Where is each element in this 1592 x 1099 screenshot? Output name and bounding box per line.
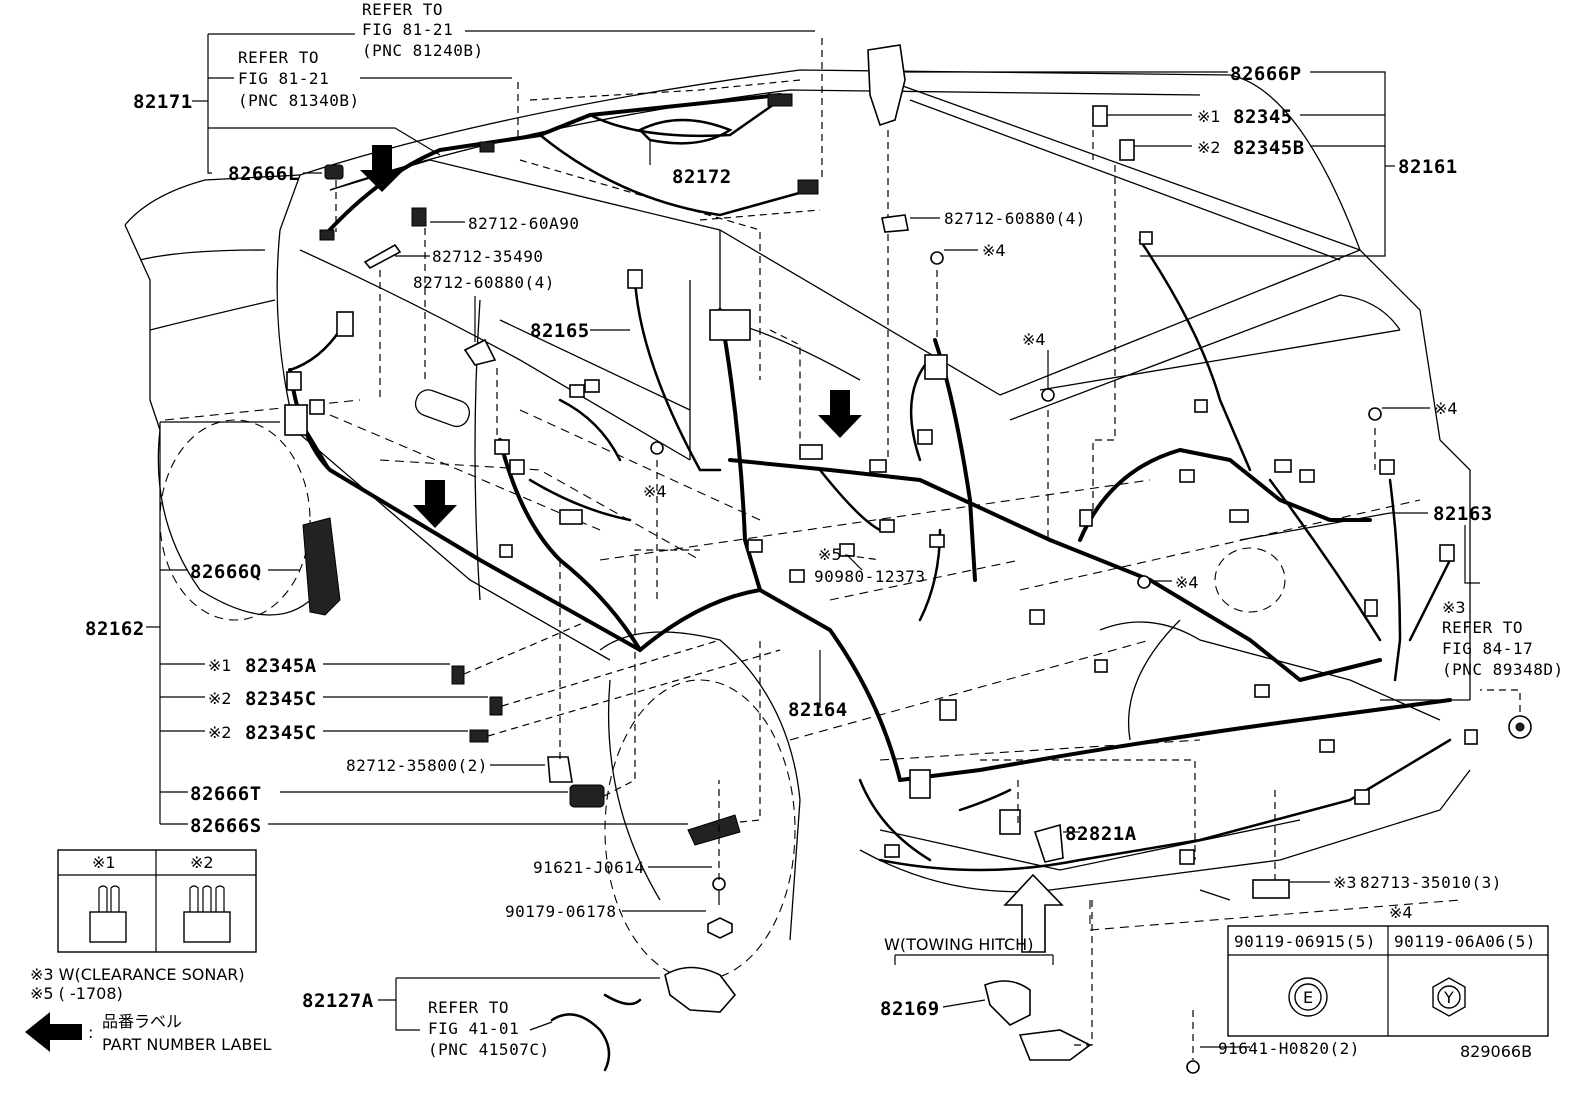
- mark-2-b: ※2: [208, 689, 232, 708]
- connectors: [284, 44, 1532, 1074]
- refer-bottom-2: FIG 41-01: [428, 1019, 519, 1038]
- bolt-head-y: Y: [1443, 988, 1454, 1007]
- label-91621-J0614: 91621-J0614: [533, 858, 644, 877]
- label-82666S: 82666S: [190, 815, 262, 837]
- label-82713-35010: 82713-35010(3): [1360, 873, 1502, 892]
- label-82821A: 82821A: [1065, 823, 1137, 845]
- refer-top-1: REFER TO: [362, 0, 443, 19]
- refer-left-3: (PNC 81340B): [238, 91, 360, 110]
- label-91641-H0820: 91641-H0820(2): [1218, 1039, 1360, 1058]
- mark-2-c: ※2: [208, 723, 232, 742]
- label-82162: 82162: [85, 618, 145, 640]
- label-90980-12373: 90980-12373: [814, 567, 925, 586]
- label-82712-60880-b: 82712-60880(4): [944, 209, 1086, 228]
- legend-col2: ※2: [190, 853, 214, 872]
- label-90179-06178: 90179-06178: [505, 902, 616, 921]
- refer-top-3: (PNC 81240B): [362, 41, 484, 60]
- label-82345A: 82345A: [245, 655, 317, 677]
- label-82666T: 82666T: [190, 783, 262, 805]
- label-82172: 82172: [672, 166, 732, 188]
- mark-2-a: ※2: [1197, 138, 1221, 157]
- label-82345C-1: 82345C: [245, 688, 317, 710]
- mark-4-d: ※4: [643, 482, 667, 501]
- bolt-table: ※4 90119-06915(5) 90119-06A06(5) E Y: [1227, 903, 1549, 1037]
- legend-terminal-table: ※1 ※2: [57, 849, 257, 953]
- refer-bottom-3: (PNC 41507C): [428, 1040, 550, 1059]
- label-82171: 82171: [133, 91, 193, 113]
- label-82345B: 82345B: [1233, 137, 1305, 159]
- mark-4-a: ※4: [982, 241, 1006, 260]
- label-82163: 82163: [1433, 503, 1493, 525]
- bolt-col1: 90119-06915(5): [1234, 932, 1376, 951]
- refer-bottom-1: REFER TO: [428, 998, 509, 1017]
- mark-1-a: ※1: [1197, 107, 1221, 126]
- mark-4-c: ※4: [1434, 399, 1458, 418]
- bolt-col2: 90119-06A06(5): [1394, 932, 1536, 951]
- label-82712-60880-a: 82712-60880(4): [413, 273, 555, 292]
- label-82666L: 82666L: [228, 163, 300, 185]
- refer-right-3: (PNC 89348D): [1442, 660, 1564, 679]
- label-82127A: 82127A: [302, 990, 374, 1012]
- legend-arrow: [25, 1012, 82, 1052]
- label-82712-60A90: 82712-60A90: [468, 214, 579, 233]
- mark-3-a: ※3: [1442, 598, 1466, 617]
- refer-left-1: REFER TO: [238, 48, 319, 67]
- label-82712-35800: 82712-35800(2): [346, 756, 488, 775]
- figure-id: 829066B: [1460, 1042, 1532, 1061]
- refer-right-2: FIG 84-17: [1442, 639, 1533, 658]
- mark-5: ※5: [818, 545, 842, 564]
- label-82161: 82161: [1398, 156, 1458, 178]
- legend-jp-label: 品番ラベル: [102, 1012, 182, 1031]
- legend-colon: :: [88, 1023, 93, 1042]
- dashed-leaders: [335, 38, 1521, 1060]
- mark-3-b: ※3: [1333, 873, 1357, 892]
- mark-1-b: ※1: [208, 656, 232, 675]
- mark-4-e: ※4: [1175, 573, 1199, 592]
- note-1708: ※5 ( -1708): [30, 984, 123, 1003]
- label-82345C-2: 82345C: [245, 722, 317, 744]
- label-82164: 82164: [788, 699, 848, 721]
- label-82666Q: 82666Q: [190, 561, 262, 583]
- label-towing-hitch: W(TOWING HITCH): [884, 935, 1033, 954]
- leader-lines: [146, 30, 1480, 1048]
- label-82165: 82165: [530, 320, 590, 342]
- legend-en-label: PART NUMBER LABEL: [102, 1035, 271, 1054]
- mark-4-b: ※4: [1022, 330, 1046, 349]
- part-labels: REFER TO FIG 81-21 (PNC 81240B) REFER TO…: [30, 0, 1564, 1061]
- note-clearance-sonar: ※3 W(CLEARANCE SONAR): [30, 965, 245, 984]
- bolt-table-mark: ※4: [1389, 903, 1413, 922]
- label-82712-35490: 82712-35490: [432, 247, 543, 266]
- legend-col1: ※1: [92, 853, 116, 872]
- label-82169: 82169: [880, 998, 940, 1020]
- refer-right-1: REFER TO: [1442, 618, 1523, 637]
- label-82345: 82345: [1233, 106, 1293, 128]
- refer-left-2: FIG 81-21: [238, 69, 329, 88]
- wire-harnesses: [288, 93, 1452, 872]
- refer-top-2: FIG 81-21: [362, 20, 453, 39]
- label-82666P: 82666P: [1230, 63, 1302, 85]
- bolt-head-e: E: [1303, 988, 1313, 1007]
